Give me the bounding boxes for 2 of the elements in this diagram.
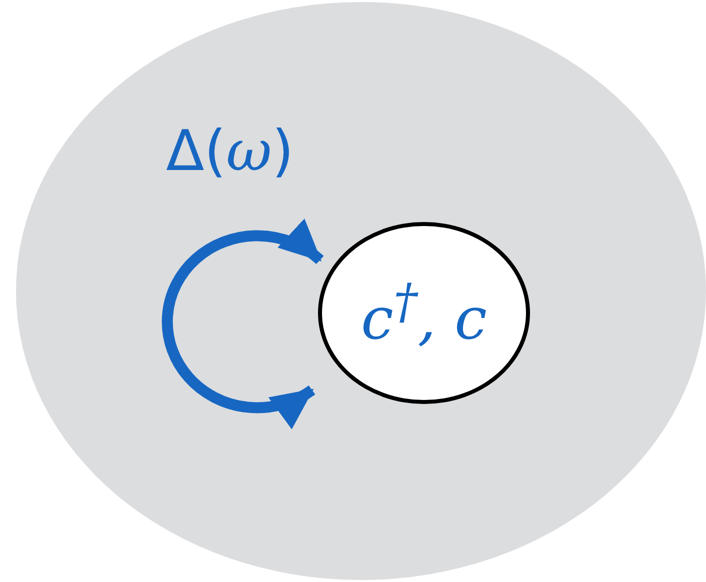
loop-arrow xyxy=(162,220,324,428)
operator-label: c$^{†}$, c xyxy=(360,274,487,352)
